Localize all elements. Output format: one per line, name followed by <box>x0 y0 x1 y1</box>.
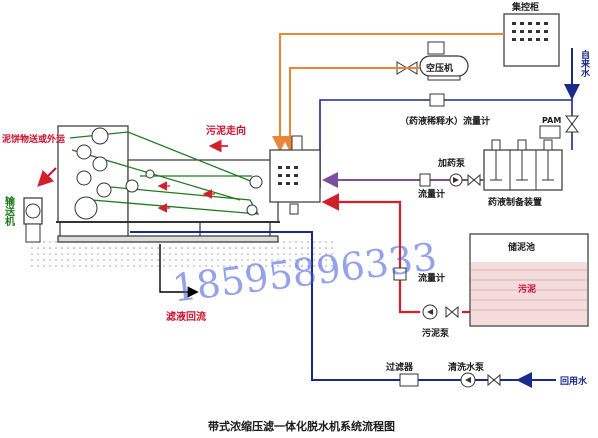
control-signal-line <box>272 33 504 152</box>
cake-transport-label: 泥饼物送或外运 <box>2 133 66 145</box>
dosing-valve <box>467 173 481 187</box>
dewatering-machine <box>56 125 280 243</box>
wash-pump-label: 清洗水泵 <box>448 361 485 373</box>
dosing-flowmeter <box>419 173 431 187</box>
sludge-storage-tank <box>469 233 589 327</box>
sludge-label: 污泥 <box>518 283 536 295</box>
machine-flow-arrows <box>157 181 215 213</box>
machine-rollers <box>74 127 263 220</box>
tap-water-valve <box>565 115 579 133</box>
sludge-pump <box>422 304 438 320</box>
machine-control-box <box>269 135 321 215</box>
air-line <box>282 67 420 152</box>
sludge-valve <box>445 305 459 319</box>
ground-area <box>28 240 333 270</box>
filter-label: 过滤器 <box>386 361 414 373</box>
dosing-pump-label: 加药泵 <box>437 157 466 169</box>
chemical-prep-tanks <box>483 139 563 191</box>
wash-pump <box>460 372 476 388</box>
cake-transport-arrow <box>37 167 57 187</box>
filtrate-return-arrow <box>159 244 199 298</box>
wash-valve <box>487 373 501 387</box>
dilution-water-line <box>319 96 573 188</box>
dilution-flowmeter-label: （药液稀释水）流量计 <box>400 115 490 127</box>
sludge-direction-label: 污泥走向 <box>206 124 246 137</box>
pam-hopper <box>539 125 561 139</box>
dosing-flowmeter-label: 流量计 <box>418 188 445 200</box>
reuse-water-label: 回用水 <box>560 375 588 387</box>
sludge-feed-line <box>321 193 420 314</box>
conveyor-label: 输送机 <box>3 195 16 227</box>
control-cabinet-label: 集控柜 <box>511 1 539 13</box>
dosing-pump <box>449 173 463 187</box>
diagram-caption: 带式浓缩压滤一体化脱水机系统流程图 <box>208 419 395 433</box>
filter <box>399 373 419 387</box>
sludge-pump-label: 污泥泵 <box>422 327 450 339</box>
pam-label: PAM <box>542 116 561 125</box>
dilution-flowmeter <box>429 93 445 107</box>
chemical-prep-label: 药液制备装置 <box>488 196 542 208</box>
air-compressor <box>419 41 469 81</box>
sludge-flowmeter <box>393 267 407 281</box>
sludge-flowmeter-label: 流量计 <box>418 272 445 284</box>
conveyor <box>23 197 43 243</box>
tap-water-label: 自来水 <box>579 49 591 78</box>
control-cabinet <box>503 13 560 67</box>
sludge-tank-label: 储泥池 <box>508 241 535 253</box>
wash-water-line <box>130 231 556 381</box>
air-compressor-label: 空压机 <box>426 62 453 74</box>
filtrate-return-label: 滤液回流 <box>166 310 206 323</box>
